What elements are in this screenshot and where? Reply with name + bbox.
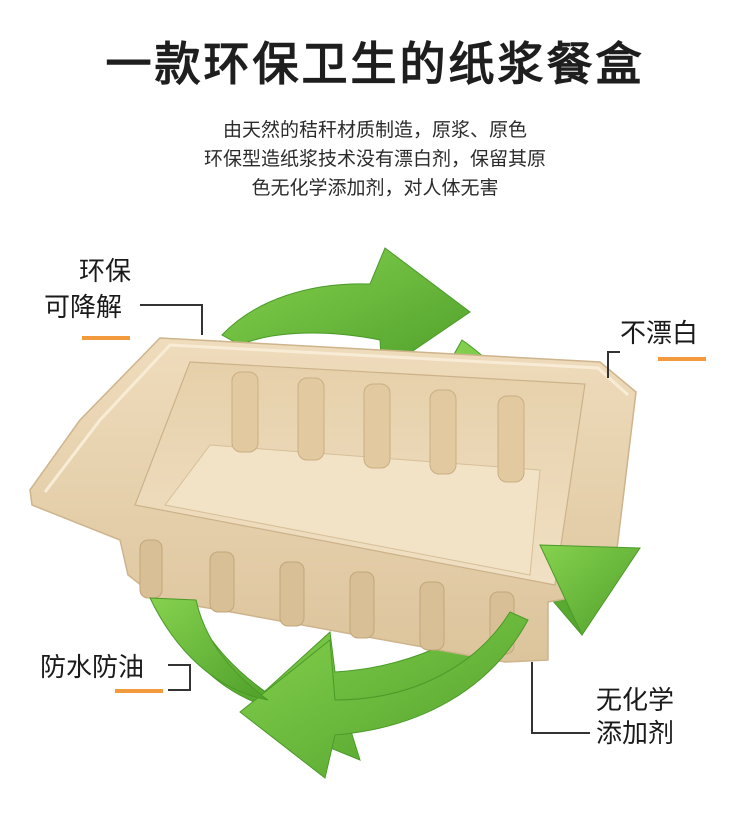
page-title: 一款环保卫生的纸浆餐盒 xyxy=(105,37,645,91)
feature-eco-line-1: 环保 xyxy=(78,257,131,287)
feature-eco-line-2: 可降解 xyxy=(44,293,123,323)
pulp-food-tray xyxy=(29,337,637,663)
bottom-arrow-head xyxy=(239,611,529,779)
callout-lines xyxy=(140,304,620,734)
callout-line-oil xyxy=(168,664,191,691)
feature-no-bleach-line: 不漂白 xyxy=(620,319,699,349)
product-description: 由天然的秸秆材质制造，原浆、原色 环保型造纸浆技术没有漂白剂，保留其原 色无化学… xyxy=(100,116,650,203)
feature-no-chemical-additives: 无化学 添加剂 xyxy=(596,685,674,751)
callout-line-eco xyxy=(140,304,203,335)
feature-no-bleach: 不漂白 xyxy=(620,318,698,351)
left-arrow-head xyxy=(149,597,269,701)
feature-waterproof-oilproof: 防水防油 xyxy=(40,652,144,685)
description-line-1: 由天然的秸秆材质制造，原浆、原色 xyxy=(222,119,527,141)
callout-line-chem xyxy=(531,662,590,734)
right-arrow-head xyxy=(539,544,641,637)
feature-eco-degradable: 环保 xyxy=(70,256,140,289)
callout-line-bleach xyxy=(607,351,620,378)
description-line-3: 色无化学添加剂，对人体无害 xyxy=(251,177,499,199)
feature-chem-line-1: 无化学 xyxy=(596,686,675,716)
feature-waterproof-line: 防水防油 xyxy=(40,653,145,683)
feature-eco-underline xyxy=(82,336,130,340)
top-arrow-body xyxy=(221,247,471,373)
feature-waterproof-underline xyxy=(115,689,163,693)
feature-chem-line-2: 添加剂 xyxy=(596,719,675,749)
feature-eco-degradable-line2: 可降解 xyxy=(44,292,122,325)
feature-no-bleach-underline xyxy=(658,357,706,361)
description-line-2: 环保型造纸浆技术没有漂白剂，保留其原 xyxy=(203,148,546,170)
